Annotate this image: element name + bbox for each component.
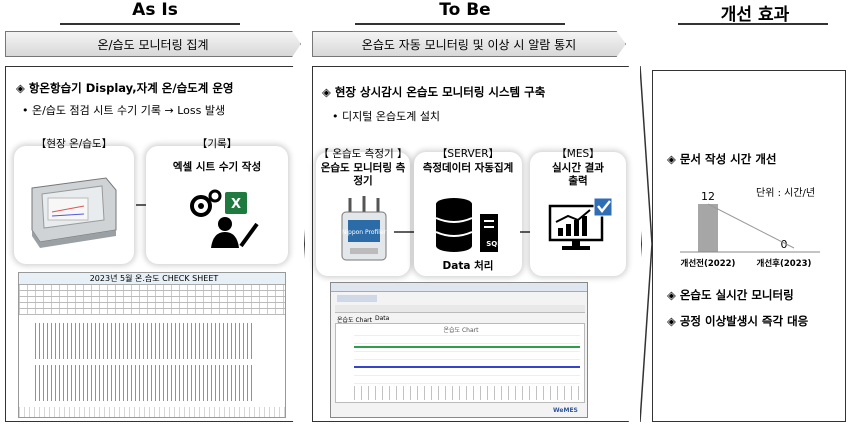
bar-value-label-1: 0: [781, 238, 788, 251]
asis-title-underline: [60, 23, 240, 25]
effect-unit: 단위 : 시간/년: [756, 188, 816, 199]
server-sub: Data 처리: [442, 260, 494, 272]
window-chart-title: 온습도 Chart: [443, 327, 479, 334]
trend-line: [707, 203, 795, 249]
bar-value-label-0: 12: [701, 190, 715, 203]
tobe-bullet: • 디지털 온습도계 설치: [332, 110, 441, 123]
check-sheet-title: 2023년 5월 온.습도 CHECK SHEET: [89, 274, 219, 283]
asis-bullet: • 온/습도 점검 시트 수기 기록 → Loss 발생: [22, 104, 226, 117]
window-footer: WeMES: [553, 407, 578, 414]
asis-title: As Is: [132, 0, 178, 20]
sensor-label: 【 온습도 측정기 】: [318, 148, 408, 160]
device-text: Nippon Profiler: [342, 229, 387, 236]
category-label-0: 개선전(2022): [681, 258, 736, 269]
record-label: 【기록】: [196, 138, 238, 150]
effect-title-underline: [678, 23, 828, 25]
effect-title: 개선 효과: [720, 5, 790, 25]
mes-monitor-icon: [548, 197, 613, 250]
digital-sensor-icon: Nippon Profiler: [341, 196, 387, 261]
tobe-banner: 온습도 자동 모니터링 및 이상 시 알람 통지: [312, 31, 626, 57]
tobe-title: To Be: [439, 0, 491, 20]
bar-0: [698, 204, 718, 252]
thermohygrograph-icon: [31, 177, 117, 248]
server-desc: 측정데이터 자동집계: [422, 162, 514, 174]
monitoring-window-image: 온습도 Chart Data 온습도 Chart WeMES: [330, 282, 588, 418]
asis-heading: ◈ 항온항습기 Display,자계 온/습도계 운영: [16, 81, 234, 95]
site-label: 【현장 온/습도】: [35, 138, 113, 150]
effect-heading3: ◈ 공정 이상발생시 즉각 대응: [667, 314, 809, 328]
sensor-desc: 온습도 모니터링 측정기: [320, 162, 406, 187]
tobe-heading: ◈ 현장 상시감시 온습도 모니터링 시스템 구축: [322, 85, 546, 99]
category-label-1: 개선후(2023): [757, 258, 812, 269]
server-database-icon: SQL: [435, 198, 502, 252]
tobe-title-underline: [355, 23, 565, 25]
window-tab2: Data: [375, 315, 390, 322]
check-sheet-image: 2023년 5월 온.습도 CHECK SHEET: [18, 272, 286, 418]
server-label: 【SERVER】: [436, 148, 500, 160]
svg-text:X: X: [231, 197, 241, 212]
mes-desc: 실시간 결과 출력: [552, 162, 604, 187]
db-text: SQL: [486, 240, 502, 248]
effect-bar-chart: 12 개선전(2022) 0 개선후(2023): [680, 190, 820, 269]
tobe-banner-text: 온습도 자동 모니터링 및 이상 시 알람 통지: [361, 37, 577, 52]
effect-heading2: ◈ 온습도 실시간 모니터링: [667, 288, 794, 302]
asis-banner: 온/습도 모니터링 집계: [5, 31, 301, 57]
window-tab1: 온습도 Chart: [337, 317, 372, 324]
asis-banner-text: 온/습도 모니터링 집계: [97, 37, 209, 52]
effect-panel: [652, 70, 846, 422]
effect-heading1: ◈ 문서 작성 시간 개선: [667, 152, 777, 166]
mes-label: 【MES】: [556, 148, 600, 160]
manual-excel-icon: X: [190, 189, 259, 248]
record-desc: 엑셀 시트 수기 작성: [172, 161, 262, 173]
